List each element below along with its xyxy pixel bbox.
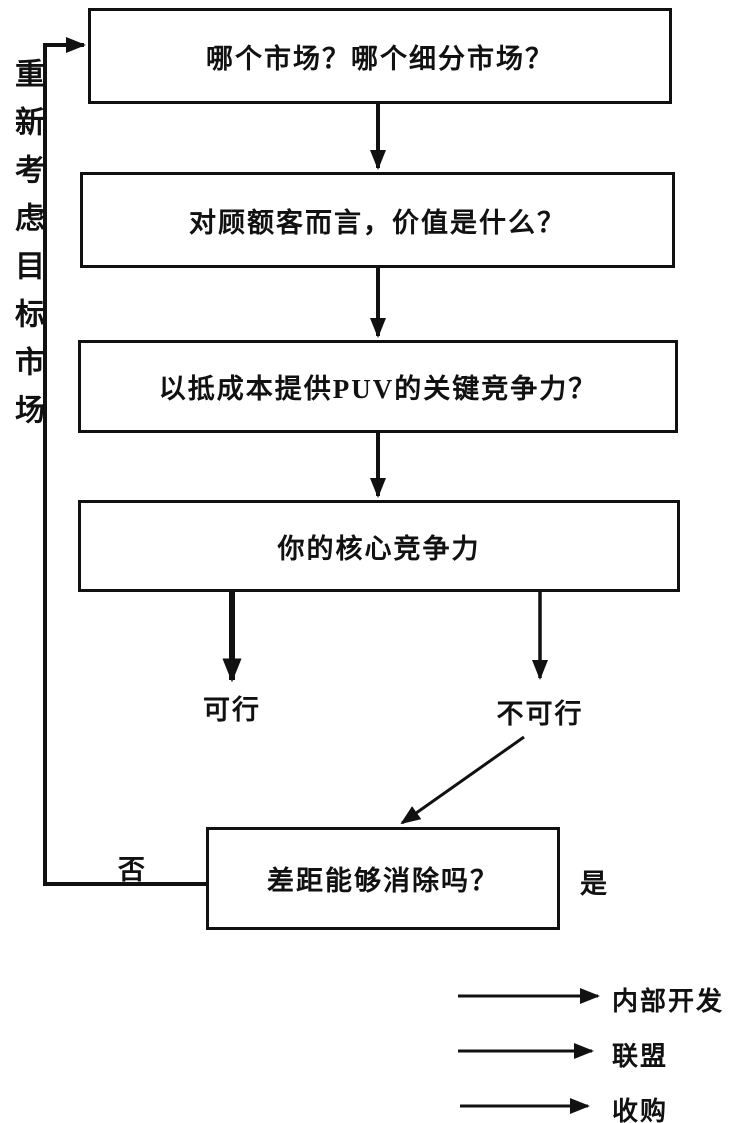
feedback-loop-no-to-box1 — [43, 37, 206, 886]
flow-box-core-competence: 你的核心竞争力 — [78, 500, 680, 592]
label-yes: 是 — [580, 869, 609, 899]
flow-box-customer-value: 对顾额客而言，价值是什么？ — [80, 172, 675, 268]
arrow-not-feasible-to-box5 — [400, 735, 525, 825]
legend-label-acquisition: 收购 — [612, 1097, 669, 1123]
flow-box-gap-eliminable: 差距能够消除吗？ — [206, 827, 560, 930]
flow-box-which-market: 哪个市场？哪个细分市场？ — [88, 8, 672, 104]
legend-label-internal-development: 内部开发 — [612, 987, 725, 1016]
label-no: 否 — [118, 855, 147, 885]
legend-label-alliance: 联盟 — [612, 1042, 669, 1071]
side-note-reconsider-target-market: 重新考虑目标市场 — [10, 58, 43, 442]
flow-box-key-competence-puv: 以抵成本提供PUV的关键竞争力？ — [78, 340, 678, 433]
label-not-feasible: 不可行 — [496, 699, 584, 729]
label-feasible: 可行 — [203, 695, 261, 725]
